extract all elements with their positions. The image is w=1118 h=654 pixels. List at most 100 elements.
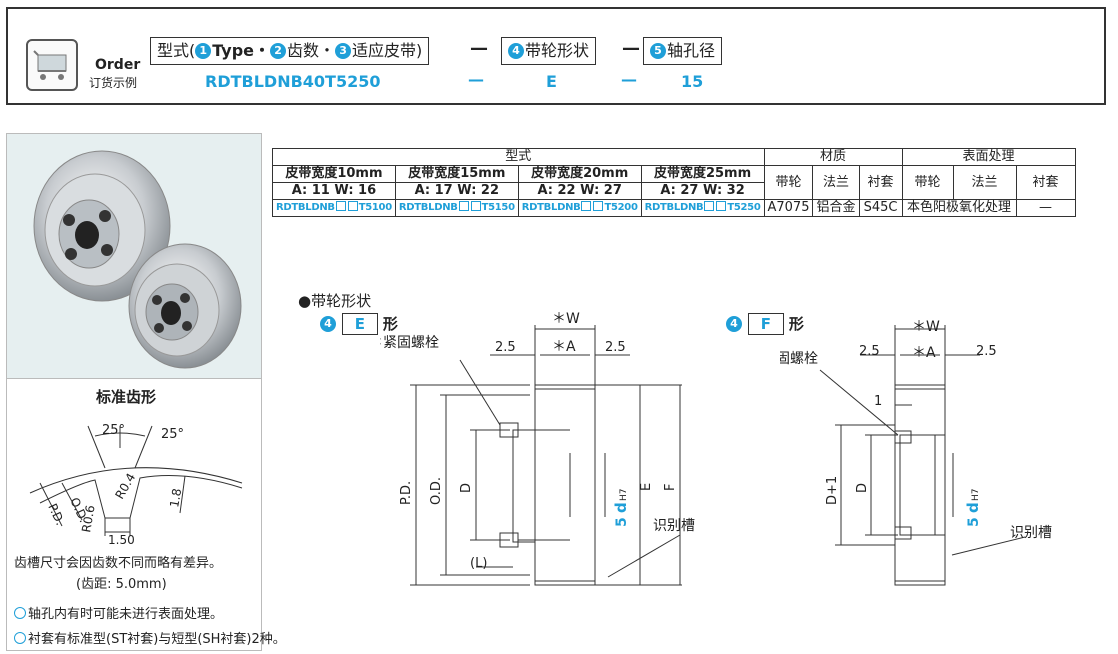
aw-20: A: 22 W: 27 (517, 182, 642, 200)
tip-bulb-icon (14, 632, 26, 644)
tooth-r06: R0.6 (79, 504, 98, 533)
th-width-15: 皮带宽度15mm (394, 165, 519, 183)
pn-10: RDTBLDNB T5100 (272, 199, 396, 217)
shape-f-letter: F (747, 313, 785, 335)
pn-prefix: RDTBLDNB (276, 202, 335, 213)
th-width-25: 皮带宽度25mm (640, 165, 765, 183)
blank-box-icon (704, 201, 715, 211)
tip-1-text: 轴孔内有时可能未进行表面处理。 (28, 607, 224, 622)
f-dim-25-right: 2.5 (976, 344, 997, 359)
num-4-icon: 4 (726, 316, 742, 332)
type-header-t1: Type・ (212, 41, 271, 60)
th-type: 型式 (272, 148, 765, 166)
bore-header-text: 轴孔径 (667, 41, 716, 60)
cart-icon (26, 39, 78, 91)
surf-value: 本色阳极氧化处理 (901, 199, 1017, 217)
mat-bushing: S45C (858, 199, 903, 217)
f-screw-label: ＊紧固螺栓 (780, 351, 818, 367)
th-mat-pulley: 带轮 (763, 165, 814, 200)
tip-bulb-icon (14, 607, 26, 619)
th-mat-bushing: 衬套 (858, 165, 903, 200)
blank-box-icon (347, 201, 358, 211)
e-dim-F: F (663, 484, 678, 491)
spec-table: 型式 材质 表面处理 皮带宽度10mm 皮带宽度15mm 皮带宽度20mm 皮带… (272, 148, 1076, 217)
dash-3: — (468, 70, 484, 89)
blank-box-icon (458, 201, 469, 211)
tooth-width: 1.50 (108, 533, 135, 547)
pn-suffix: T5100 (358, 202, 392, 213)
pn-suffix: T5200 (604, 202, 638, 213)
th-surface: 表面处理 (901, 148, 1076, 166)
th-material: 材质 (763, 148, 903, 166)
order-label-cn: 订货示例 (89, 76, 138, 90)
e-pd: P.D. (399, 481, 414, 505)
pn-15: RDTBLDNB T5150 (394, 199, 519, 217)
blank-box-icon (716, 201, 727, 211)
num-4-icon: 4 (320, 316, 336, 332)
f-dim-a: ＊A (912, 345, 936, 361)
shape-value: E (546, 72, 557, 91)
e-bore-d: d (612, 502, 630, 513)
f-bore-d: d (964, 502, 982, 513)
blank-box-icon (593, 201, 604, 211)
th-surf-flange: 法兰 (952, 165, 1017, 200)
f-dim-d1: D+1 (825, 476, 840, 505)
pn-suffix: T5250 (727, 202, 761, 213)
th-width-10: 皮带宽度10mm (272, 165, 396, 183)
pn-prefix: RDTBLDNB (644, 202, 704, 213)
tip-1: 轴孔内有时可能未进行表面处理。 (14, 603, 223, 622)
e-dim-L: (L) (470, 556, 487, 571)
shape-header-text: 带轮形状 (525, 41, 590, 60)
e-dim-w: ＊W (552, 311, 580, 327)
type-header-t2: 齿数・ (287, 41, 336, 60)
blank-box-icon (581, 201, 592, 211)
tooth-depth: 1.8 (167, 487, 184, 508)
e-bore-num: 5 (614, 517, 630, 527)
order-example-box (6, 7, 1106, 105)
num-5-icon: 5 (650, 43, 666, 59)
f-groove-label: 识别槽 (1010, 525, 1052, 541)
pn-suffix: T5150 (481, 202, 515, 213)
shape-f-xing: 形 (788, 315, 804, 333)
type-header-t3: 适应皮带) (352, 41, 423, 60)
pn-prefix: RDTBLDNB (521, 202, 581, 213)
e-dim-25-right: 2.5 (605, 340, 626, 355)
e-dim-E: E (639, 483, 654, 491)
mat-pulley: A7075 (763, 199, 814, 217)
shape-title: ●带轮形状 (298, 292, 372, 310)
tooth-angle-1: 25° (102, 423, 125, 438)
num-3-icon: 3 (335, 43, 352, 59)
type-header-prefix: 型式( (157, 41, 196, 60)
aw-10: A: 11 W: 16 (272, 182, 396, 200)
order-label-en: Order (95, 57, 141, 73)
e-dim-25-left: 2.5 (495, 340, 516, 355)
dash-1: — (470, 38, 488, 59)
product-photo (6, 133, 262, 379)
aw-15: A: 17 W: 22 (394, 182, 519, 200)
f-dim-w: ＊W (912, 319, 940, 335)
aw-25: A: 27 W: 32 (640, 182, 765, 200)
f-bore-num: 5 (966, 517, 982, 527)
tooth-r04: R0.4 (112, 471, 138, 502)
tooth-od: O.D. (67, 495, 91, 524)
shape-f-drawing: ＊W ＊A 2.5 2.5 ＊紧固螺栓 1 D+1 D 识别槽 5 d H7 (780, 319, 1052, 586)
f-dim-D: D (855, 483, 870, 493)
dash-2: — (622, 38, 640, 59)
tip-2-text: 衬套有标准型(ST衬套)与短型(SH衬套)2种。 (28, 632, 286, 647)
shape-f-label: 4 F 形 (726, 313, 804, 335)
e-dim-a: ＊A (552, 339, 576, 355)
e-dim-D: D (459, 483, 474, 493)
th-surf-pulley: 带轮 (901, 165, 954, 200)
bore-value: 15 (681, 72, 704, 91)
e-od: O.D. (429, 477, 444, 505)
type-value: RDTBLDNB40T5250 (205, 72, 381, 91)
tooth-angle-2: 25° (161, 427, 184, 442)
surf-bushing: — (1015, 199, 1076, 217)
pn-25: RDTBLDNB T5250 (640, 199, 765, 217)
shape-e-drawing: ＊W ＊A 2.5 2.5 ＊紧固螺栓 P.D. O.D. D E F (L) … (380, 311, 695, 586)
pn-prefix: RDTBLDNB (398, 202, 458, 213)
shape-e-label: 4 E 形 (320, 313, 398, 335)
tooth-note-2: (齿距: 5.0mm) (76, 577, 167, 592)
